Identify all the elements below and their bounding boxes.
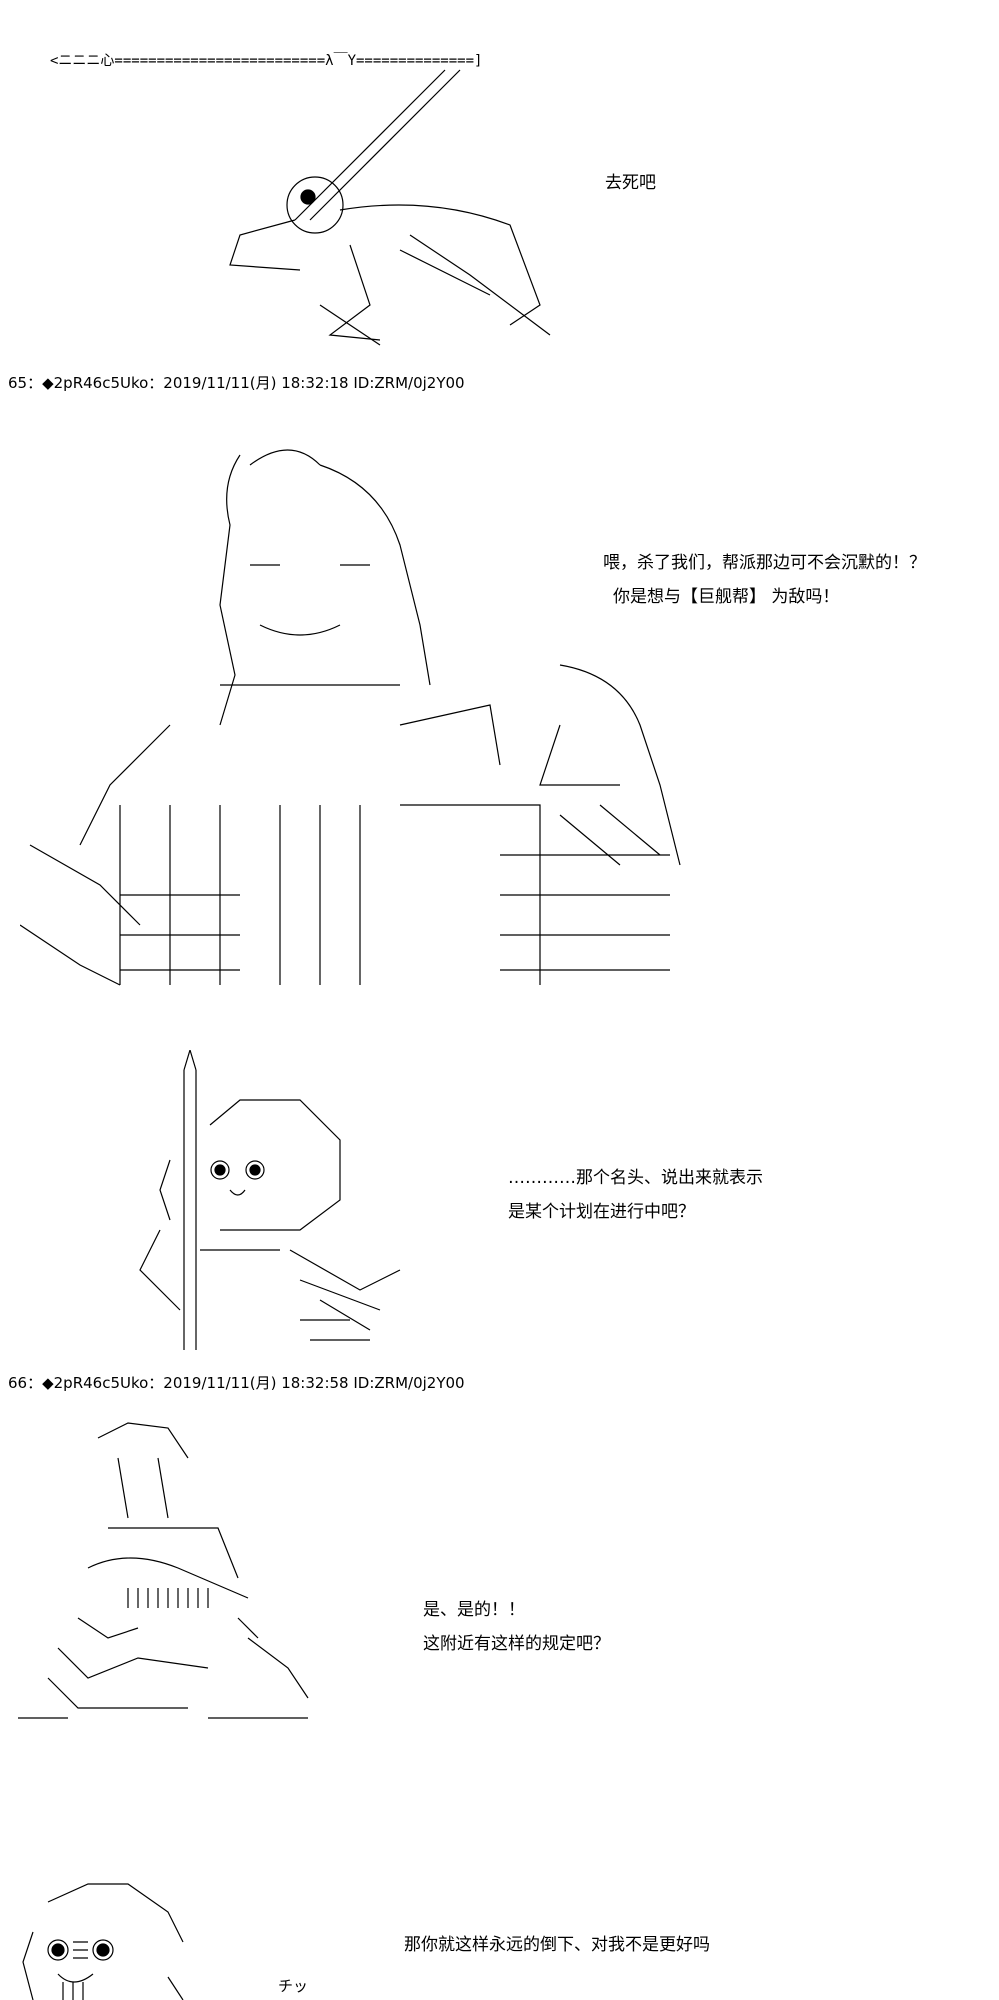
post-header-65: 65：◆2pR46c5Uko：2019/11/11(月) 18:32:18 ID…	[8, 374, 465, 392]
dialogue-line: 是、是的！！	[423, 1600, 525, 1620]
svg-text:<ニニニ心=========================: <ニニニ心=========================λ￣Y=======…	[50, 53, 482, 69]
ascii-art-hooded-man	[8, 1418, 348, 1728]
dialogue-fall-forever: 那你就这样永远的倒下、对我不是更好吗	[404, 1928, 710, 1962]
dialogue-line: 去死吧	[605, 173, 656, 193]
dialogue-go-die: 去死吧	[605, 166, 656, 200]
dialogue-line: …………那个名头、说出来就表示	[508, 1168, 763, 1188]
ascii-art-spear-holder	[120, 1050, 420, 1350]
dialogue-line: 你是想与【巨舰帮】 为敌吗！	[613, 587, 840, 607]
dialogue-rule: 是、是的！！ 这附近有这样的规定吧？	[423, 1593, 610, 1661]
sound-effect-tch: チッ	[278, 1977, 309, 1995]
ascii-art-gang-crowd	[20, 425, 700, 990]
dialogue-line: 这附近有这样的规定吧？	[423, 1634, 610, 1654]
ascii-art-smug-face	[8, 1882, 198, 2000]
ascii-art-spear-thrust: <ニニニ心=========================λ￣Y=======…	[50, 45, 650, 355]
dialogue-line: 是某个计划在进行中吧？	[508, 1202, 695, 1222]
dialogue-gang-threat: 喂，杀了我们，帮派那边可不会沉默的！？ 你是想与【巨舰帮】 为敌吗！	[603, 546, 926, 614]
dialogue-line: 喂，杀了我们，帮派那边可不会沉默的！？	[603, 553, 926, 573]
dialogue-line: 那你就这样永远的倒下、对我不是更好吗	[404, 1935, 710, 1955]
dialogue-name-meaning: …………那个名头、说出来就表示 是某个计划在进行中吧？	[508, 1161, 763, 1229]
post-header-66: 66：◆2pR46c5Uko：2019/11/11(月) 18:32:58 ID…	[8, 1374, 465, 1392]
